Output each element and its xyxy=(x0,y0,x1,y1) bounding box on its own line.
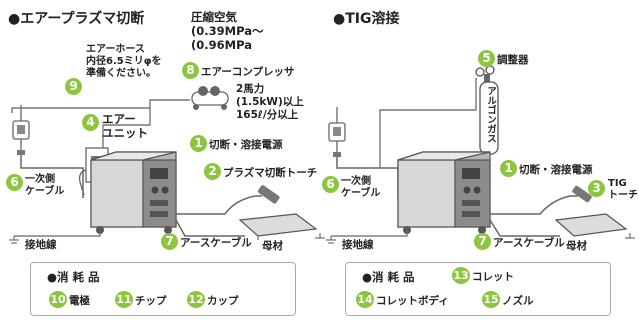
badge-12: 12 xyxy=(187,291,205,308)
left-consumables-heading: ●消 耗 品 xyxy=(47,270,100,284)
right-primary-cable-label: 一次側 ケーブル xyxy=(341,176,381,199)
left-torch-cable xyxy=(176,195,262,215)
tig-torch-label: TIG トーチ xyxy=(608,178,638,201)
left-wall-outlet xyxy=(12,105,30,155)
left-earth-cable-label: アースケーブル xyxy=(180,237,252,249)
left-section-title: ●エアープラズマ切断 xyxy=(8,11,145,27)
air-unit-label: エアー ユニット xyxy=(102,112,148,140)
right-consumables-box: ●消 耗 品 13 コレット 14 コレットボディ 15 ノズル xyxy=(345,262,611,316)
right-consumables-heading: ●消 耗 品 xyxy=(362,270,415,284)
right-base-metal-label: 母材 xyxy=(566,240,587,252)
left-power-source-label: 切断・溶接電源 xyxy=(209,139,283,151)
consumable-tip: チップ xyxy=(135,295,167,307)
badge-5: 5 xyxy=(478,50,495,67)
left-consumables-box: ●消 耗 品 10 電極 11 チップ 12 カップ xyxy=(30,262,296,316)
left-hose-note: エアーホース 内径6.5ミリφを 準備ください。 xyxy=(86,44,162,79)
left-power-source-machine xyxy=(90,151,177,234)
badge-13: 13 xyxy=(452,267,470,284)
badge-6-right: 6 xyxy=(322,176,339,193)
consumable-nozzle: ノズル xyxy=(502,295,534,307)
badge-1-right: 1 xyxy=(500,160,517,177)
badge-7-right: 7 xyxy=(474,233,491,250)
right-section-title: ●TIG溶接 xyxy=(333,11,400,27)
right-tig-torch xyxy=(572,185,592,203)
left-plasma-torch xyxy=(257,185,280,204)
consumable-collet: コレット xyxy=(472,271,514,283)
right-earth-cable xyxy=(489,219,560,237)
left-ground-wire-label: 接地線 xyxy=(25,239,57,251)
right-power-source-machine xyxy=(397,151,491,234)
left-air-hose-unit xyxy=(102,108,151,152)
left-base-metal-label: 母材 xyxy=(262,240,283,252)
badge-15: 15 xyxy=(482,291,500,308)
regulator-label: 調整器 xyxy=(497,54,529,66)
right-earth-cable-label: アースケーブル xyxy=(493,237,565,249)
left-ground-wire xyxy=(14,227,101,237)
right-ground-wire xyxy=(331,227,408,237)
right-wall-outlet xyxy=(328,107,346,157)
right-power-source-label: 切断・溶接電源 xyxy=(519,164,593,176)
badge-1-left: 1 xyxy=(190,135,207,152)
badge-6-left: 6 xyxy=(6,174,23,191)
compressor-spec: 2馬力 (1.5kW)以上 165ℓ/分以上 xyxy=(236,83,304,121)
right-torch-cable xyxy=(490,195,578,215)
badge-7-left: 7 xyxy=(161,233,178,250)
right-ground-symbol xyxy=(326,236,336,244)
badge-14: 14 xyxy=(356,291,374,308)
right-base-ground-symbol xyxy=(625,233,635,239)
badge-4: 4 xyxy=(82,114,99,131)
left-compressor xyxy=(191,86,229,110)
left-air-hose-line xyxy=(11,99,190,113)
consumable-cup: カップ xyxy=(207,295,239,307)
compressor-label: エアーコンプレッサ xyxy=(201,66,295,78)
badge-11: 11 xyxy=(115,291,133,308)
left-primary-cable-line xyxy=(20,155,84,198)
badge-3: 3 xyxy=(588,180,605,197)
badge-9: 9 xyxy=(65,78,82,95)
left-primary-cable-label: 一次側 ケーブル xyxy=(25,174,65,197)
right-regulator xyxy=(475,65,495,82)
plasma-torch-label: プラズマ切断トーチ xyxy=(223,167,318,179)
badge-2: 2 xyxy=(204,163,221,180)
left-base-metal xyxy=(238,213,318,240)
consumable-collet-body: コレットボディ xyxy=(376,295,449,307)
badge-8: 8 xyxy=(182,62,199,79)
right-gas-hose xyxy=(379,78,477,168)
left-ground-symbol xyxy=(9,236,19,244)
badge-10: 10 xyxy=(49,291,67,308)
left-base-ground-symbol xyxy=(315,233,325,239)
right-base-metal xyxy=(554,213,628,237)
left-pressure-note: 圧縮空気 (0.39MPa〜 (0.96MPa xyxy=(191,10,264,52)
consumable-electrode: 電極 xyxy=(69,295,90,307)
argon-gas-label: アルゴンガス xyxy=(485,86,496,143)
left-earth-cable xyxy=(175,219,245,237)
right-ground-wire-label: 接地線 xyxy=(342,239,374,251)
